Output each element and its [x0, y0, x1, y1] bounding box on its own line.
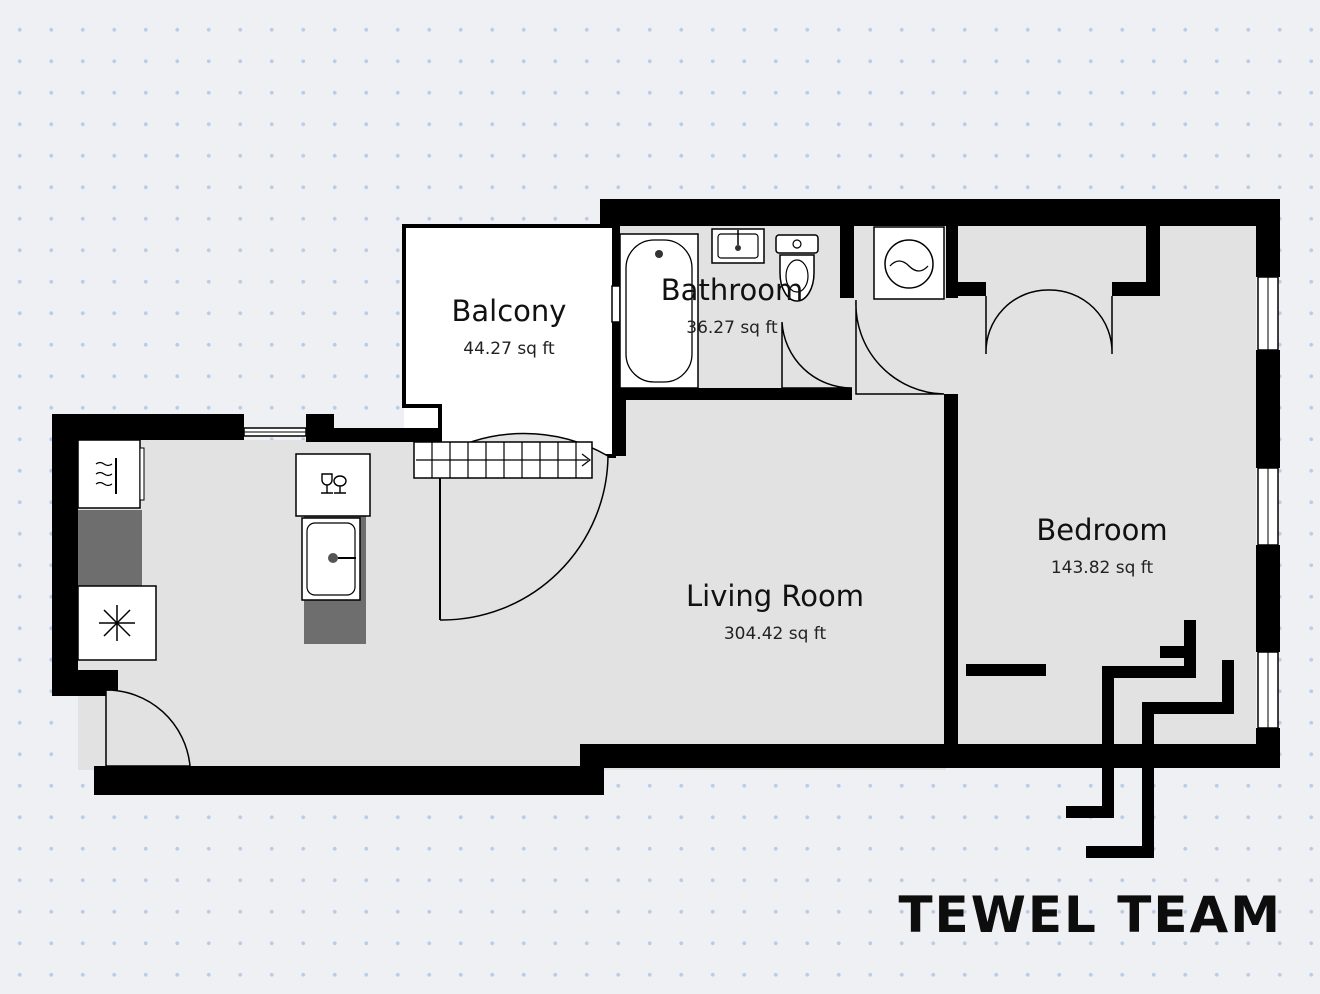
- door-swing: [781, 321, 853, 389]
- wall: [946, 226, 958, 298]
- wall: [612, 226, 620, 286]
- bathroom-fixtures: [619, 226, 945, 389]
- fridge-icon: [77, 585, 157, 661]
- kitchen: [77, 439, 371, 661]
- door-swing: [439, 432, 609, 621]
- wall: [52, 414, 244, 440]
- window-panes: [244, 277, 1269, 728]
- window: [611, 285, 621, 323]
- room-name: Bedroom: [1036, 513, 1167, 547]
- wall: [944, 394, 958, 746]
- room-labels: Balcony 44.27 sq ft Bathroom 36.27 sq ft…: [452, 273, 1168, 644]
- wall: [1256, 545, 1280, 652]
- washbasin-icon: [711, 228, 765, 264]
- wall: [966, 664, 1046, 676]
- oven-icon: [77, 439, 145, 509]
- door-swing: [855, 299, 945, 395]
- wall: [52, 414, 78, 696]
- washing-machine-icon: [873, 226, 945, 300]
- room-name: Balcony: [452, 294, 567, 328]
- toilet-icon: [775, 234, 819, 302]
- door-swing: [105, 689, 191, 767]
- room-area: 143.82 sq ft: [1051, 558, 1154, 578]
- wall: [614, 388, 852, 400]
- wine-glass-icon: [295, 453, 371, 517]
- room-area: 304.42 sq ft: [724, 624, 827, 644]
- wall: [1256, 199, 1280, 277]
- room-area: 36.27 sq ft: [686, 318, 778, 338]
- exterior-steps: [1066, 620, 1234, 858]
- brand-logo: TEWEL TEAM: [898, 886, 1282, 944]
- wall: [94, 744, 1280, 795]
- wall: [600, 199, 1280, 226]
- wall: [614, 388, 626, 456]
- closet-door: [985, 289, 1113, 355]
- wall: [306, 428, 442, 442]
- wall: [946, 282, 986, 296]
- stairs-icon: [413, 441, 593, 479]
- wall: [1256, 350, 1280, 468]
- room-area: 44.27 sq ft: [463, 339, 555, 359]
- walls: [52, 199, 1280, 795]
- room-name: Bathroom: [661, 273, 803, 307]
- room-name: Living Room: [686, 579, 864, 613]
- doors: [105, 289, 1113, 767]
- wall: [840, 226, 854, 298]
- counter: [78, 510, 142, 586]
- sink-icon: [301, 517, 361, 601]
- bathtub-icon: [619, 233, 699, 389]
- wall: [1146, 226, 1160, 296]
